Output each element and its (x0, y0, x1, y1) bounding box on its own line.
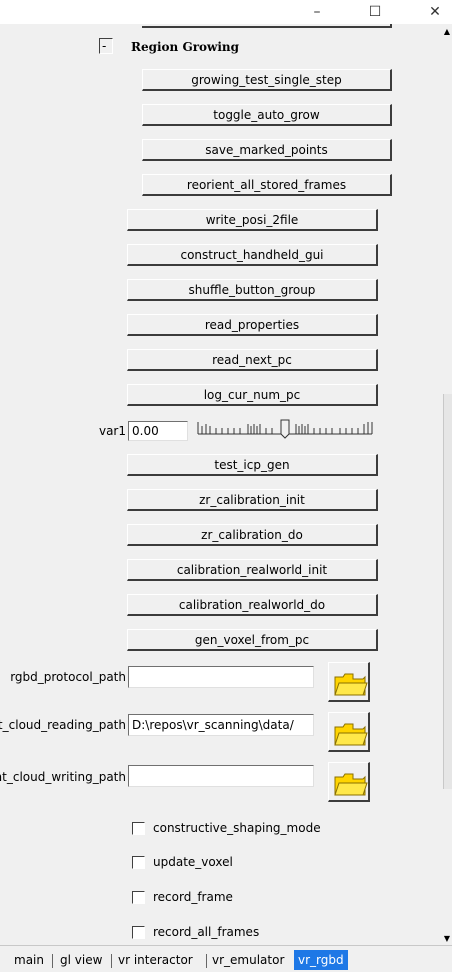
shuffle-button-group-button[interactable]: shuffle_button_group (127, 279, 378, 301)
previous-button-edge[interactable] (142, 24, 392, 28)
record-frame-checkbox[interactable]: record_frame (132, 888, 233, 906)
folder-icon (334, 723, 368, 746)
toggle-auto-grow-button[interactable]: toggle_auto_grow (142, 104, 392, 126)
construct-handheld-gui-button[interactable]: construct_handheld_gui (127, 244, 378, 266)
var1-label: var1 (98, 424, 126, 438)
calibration-realworld-init-button[interactable]: calibration_realworld_init (127, 559, 378, 581)
rgbd-protocol-path-input[interactable] (128, 666, 314, 688)
close-icon: ✕ (429, 4, 441, 20)
tab-bar: main gl view vr interactor vr_emulator v… (0, 945, 452, 972)
checkbox-label: record_frame (153, 890, 233, 904)
record-all-frames-checkbox[interactable]: record_all_frames (132, 923, 259, 941)
calibration-realworld-do-button[interactable]: calibration_realworld_do (127, 594, 378, 616)
scroll-up-arrow-icon[interactable]: ▲ (443, 26, 451, 36)
tab-separator (111, 954, 112, 968)
slider-knob[interactable] (280, 419, 290, 439)
scrollbar-thumb[interactable] (443, 394, 452, 789)
point-cloud-reading-path-browse-button[interactable] (328, 712, 370, 752)
save-marked-points-button[interactable]: save_marked_points (142, 139, 392, 161)
folder-icon (334, 673, 368, 696)
read-next-pc-button[interactable]: read_next_pc (127, 349, 378, 371)
maximize-icon: ☐ (368, 4, 382, 20)
rgbd-protocol-path-label: rgbd_protocol_path (10, 670, 126, 684)
point-cloud-writing-path-label: point_cloud_writing_path (0, 770, 126, 784)
point-cloud-writing-path-input[interactable] (128, 765, 314, 787)
group-title: Region Growing (131, 40, 240, 54)
test-icp-gen-button[interactable]: test_icp_gen (127, 454, 378, 476)
tab-vr-interactor[interactable]: vr interactor (118, 953, 193, 967)
scroll-down-arrow-icon[interactable]: ▼ (443, 933, 451, 943)
minimize-icon: – (313, 4, 321, 20)
read-properties-button[interactable]: read_properties (127, 314, 378, 336)
window-title-bar: – ☐ ✕ (0, 0, 452, 24)
checkbox-label: update_voxel (153, 855, 233, 869)
growing-test-single-step-button[interactable]: growing_test_single_step (142, 69, 392, 91)
tab-vr-rgbd[interactable]: vr_rgbd (294, 950, 348, 970)
group-collapse-toggle[interactable]: - (99, 38, 113, 54)
point-cloud-writing-path-browse-button[interactable] (328, 762, 370, 802)
checkbox-box[interactable] (132, 855, 145, 869)
settings-panel: - Region Growing growing_test_single_ste… (0, 24, 442, 945)
log-cur-num-pc-button[interactable]: log_cur_num_pc (127, 384, 378, 406)
point-cloud-reading-path-label: point_cloud_reading_path (0, 718, 126, 732)
var1-slider[interactable] (196, 416, 374, 440)
vertical-scrollbar[interactable]: ▲ ▼ (442, 24, 452, 945)
maximize-button[interactable]: ☐ (360, 0, 390, 24)
slider-ticks (197, 422, 373, 435)
rgbd-protocol-path-browse-button[interactable] (328, 662, 370, 702)
gen-voxel-from-pc-button[interactable]: gen_voxel_from_pc (127, 629, 378, 651)
checkbox-label: constructive_shaping_mode (153, 821, 321, 835)
close-button[interactable]: ✕ (420, 0, 450, 24)
checkbox-label: record_all_frames (153, 925, 260, 939)
tab-separator (52, 954, 53, 968)
reorient-all-stored-frames-button[interactable]: reorient_all_stored_frames (142, 174, 392, 196)
tab-main[interactable]: main (14, 953, 44, 967)
checkbox-box[interactable] (132, 925, 145, 939)
point-cloud-reading-path-input[interactable]: D:\repos\vr_scanning\data/ (128, 714, 314, 736)
zr-calibration-do-button[interactable]: zr_calibration_do (127, 524, 378, 546)
zr-calibration-init-button[interactable]: zr_calibration_init (127, 489, 378, 511)
var1-input[interactable]: 0.00 (128, 421, 188, 441)
constructive-shaping-mode-checkbox[interactable]: constructive_shaping_mode (132, 819, 321, 837)
checkbox-box[interactable] (132, 890, 145, 904)
tab-vr-emulator[interactable]: vr_emulator (212, 953, 285, 967)
write-posi-2file-button[interactable]: write_posi_2file (127, 209, 378, 231)
tab-gl-view[interactable]: gl view (60, 953, 103, 967)
update-voxel-checkbox[interactable]: update_voxel (132, 853, 233, 871)
checkbox-box[interactable] (132, 821, 145, 835)
tab-separator (206, 954, 207, 968)
folder-icon (334, 773, 368, 796)
minimize-button[interactable]: – (302, 0, 332, 24)
